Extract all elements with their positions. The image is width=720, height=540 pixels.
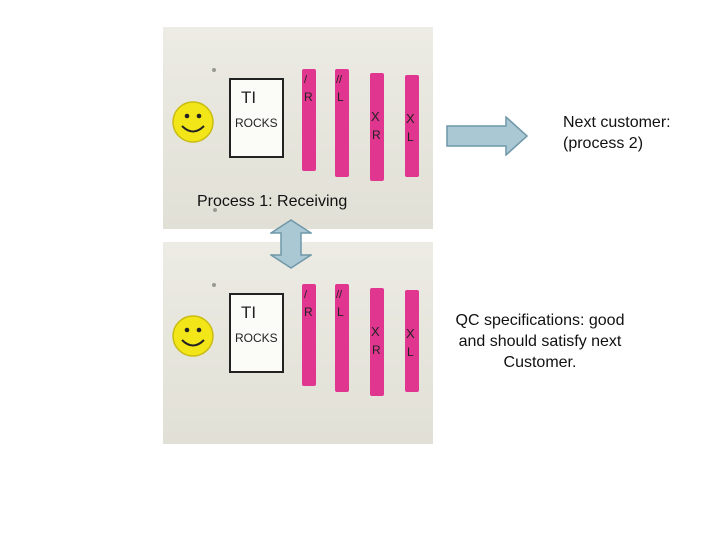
card-line-1: TI: [241, 88, 256, 107]
magnetic-strip: X L: [405, 75, 419, 177]
magnetic-strip: / R: [302, 69, 316, 171]
magnetic-strip: X R: [370, 288, 384, 396]
qc-line-3: Customer.: [503, 354, 577, 371]
svg-text:R: R: [372, 128, 381, 142]
up-down-block-arrow-icon: [270, 219, 312, 269]
top-photo-drawing: TI ROCKS / R // L X R X L: [172, 68, 419, 212]
magnetic-strip: // L: [335, 284, 349, 392]
svg-text://: //: [336, 289, 343, 301]
card-line-2: ROCKS: [235, 331, 278, 345]
svg-text:/: /: [304, 74, 308, 86]
smiley-face-icon: [172, 315, 214, 357]
qc-line-1: QC specifications: good: [455, 312, 625, 329]
next-customer-line-1: Next customer:: [563, 114, 671, 131]
svg-text://: //: [336, 74, 343, 86]
svg-text:X: X: [371, 109, 380, 124]
svg-text:X: X: [406, 111, 415, 126]
next-customer-label: Next customer: (process 2): [563, 112, 671, 154]
process-1-label: Process 1: Receiving: [197, 193, 348, 210]
magnetic-strip: / R: [302, 284, 316, 386]
qc-specifications-label: QC specifications: good and should satis…: [430, 310, 650, 373]
svg-text:L: L: [337, 305, 344, 319]
card-line-1: TI: [241, 303, 256, 322]
ti-rocks-card: TI ROCKS: [229, 293, 284, 373]
magnetic-strip: // L: [335, 69, 349, 177]
next-customer-line-2: (process 2): [563, 135, 644, 152]
svg-text:/: /: [304, 289, 308, 301]
card-line-2: ROCKS: [235, 116, 278, 130]
smiley-face-icon: [172, 101, 214, 143]
magnetic-strip: X L: [405, 290, 419, 392]
svg-text:X: X: [406, 326, 415, 341]
svg-text:L: L: [407, 345, 414, 359]
qc-line-2: and should satisfy next: [458, 333, 622, 350]
svg-text:R: R: [372, 343, 381, 357]
ti-rocks-card: TI ROCKS: [229, 78, 284, 158]
magnetic-strip: X R: [370, 73, 384, 181]
top-photo: TI ROCKS / R // L X R X L: [163, 27, 433, 229]
svg-text:L: L: [337, 90, 344, 104]
svg-text:R: R: [304, 90, 313, 104]
bottom-photo: TI ROCKS / R // L X R X L: [163, 242, 433, 444]
right-block-arrow-icon: [446, 116, 528, 156]
bottom-photo-drawing: TI ROCKS / R // L X R X L: [172, 283, 419, 396]
svg-text:X: X: [371, 324, 380, 339]
svg-text:L: L: [407, 130, 414, 144]
svg-text:R: R: [304, 305, 313, 319]
